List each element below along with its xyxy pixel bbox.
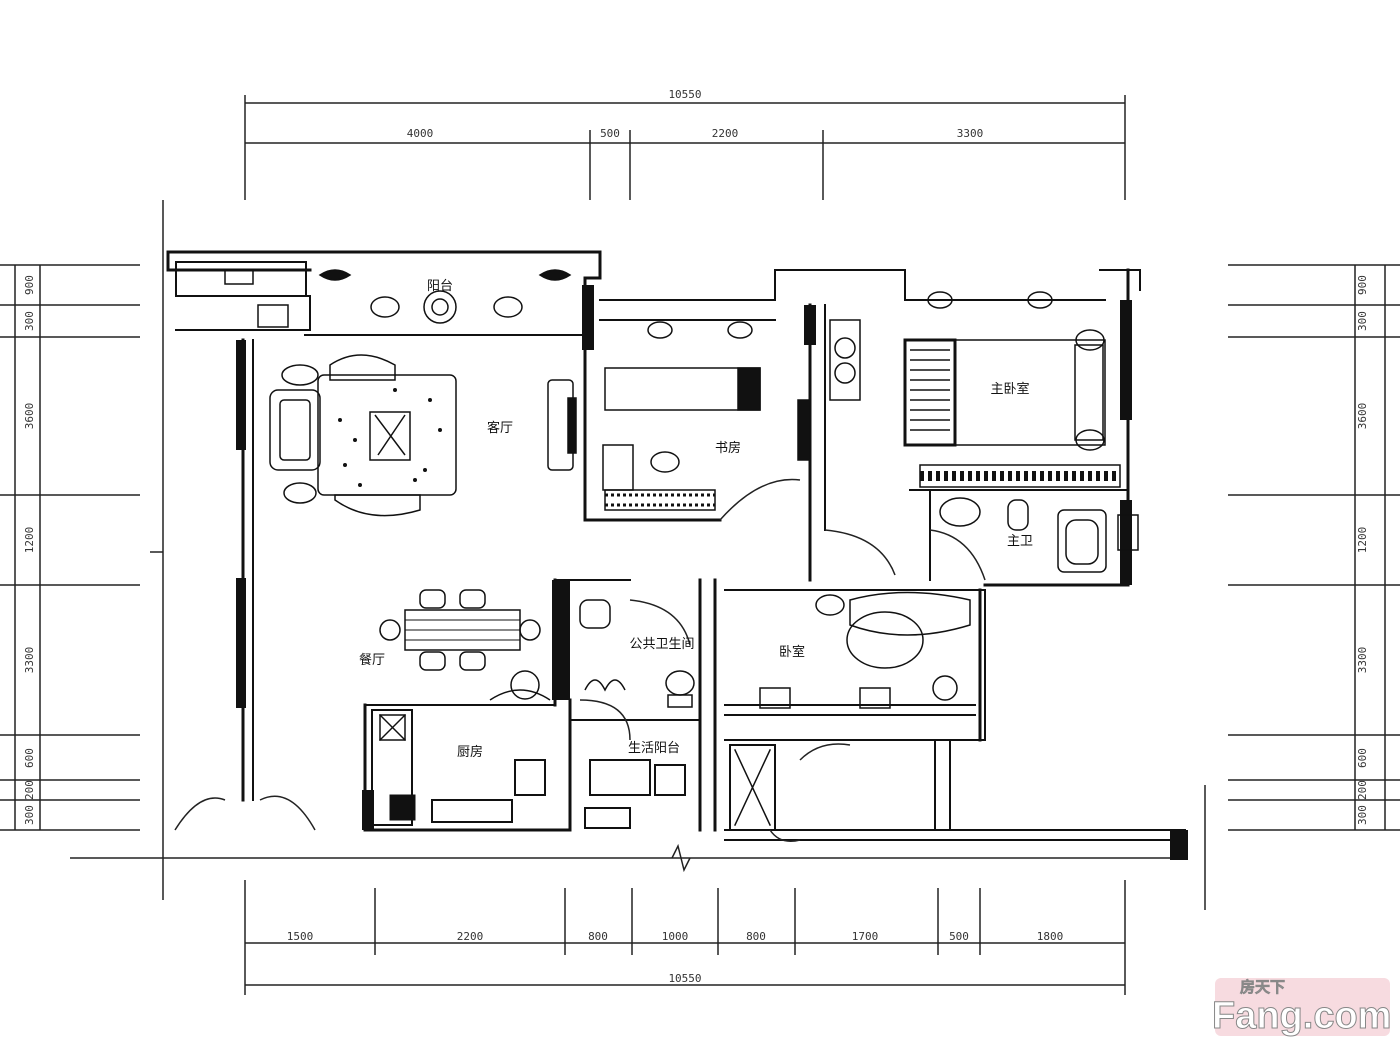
left-dim-5: 3300 <box>23 647 36 674</box>
right-dimension-lines <box>1228 264 1400 831</box>
bottom-dimension-lines <box>244 880 1126 995</box>
left-dim-3: 3600 <box>23 403 36 430</box>
bottom-dim-seg4: 1000 <box>662 930 689 943</box>
left-dim-6: 600 <box>23 748 36 768</box>
bottom-dim-seg7: 500 <box>949 930 969 943</box>
watermark-en: Fang.com <box>1212 995 1391 1037</box>
right-dimension-labels: 900 300 3600 1200 3300 600 200 300 <box>1356 275 1369 825</box>
top-dim-seg2: 500 <box>600 127 620 140</box>
guest-bath-fixtures <box>579 599 695 708</box>
watermark-cn: 房天下 <box>1240 978 1285 996</box>
fang-watermark: 房天下 Fang.com <box>1212 978 1392 1038</box>
bottom-dim-seg6: 1700 <box>852 930 879 943</box>
left-dim-7: 200 <box>23 780 36 800</box>
right-dim-3: 3600 <box>1356 403 1369 430</box>
left-dim-1: 900 <box>23 275 36 295</box>
label-bedroom: 卧室 <box>779 644 805 660</box>
bottom-dim-seg3: 800 <box>588 930 608 943</box>
left-dimension-labels: 900 300 3600 1200 3300 600 200 300 <box>23 275 36 825</box>
right-dim-1: 900 <box>1356 275 1369 295</box>
bottom-dim-total: 10550 <box>668 972 701 985</box>
right-dim-4: 1200 <box>1356 527 1369 554</box>
label-kitchen: 厨房 <box>457 744 483 760</box>
label-guest-bath: 公共卫生间 <box>629 637 694 652</box>
bottom-dim-seg8: 1800 <box>1037 930 1064 943</box>
top-dim-seg4: 3300 <box>957 127 984 140</box>
top-dim-seg3: 2200 <box>712 127 739 140</box>
right-dim-7: 200 <box>1356 780 1369 800</box>
top-dimension-lines <box>244 95 1126 200</box>
label-study: 书房 <box>715 440 741 456</box>
label-balcony: 阳台 <box>427 279 453 294</box>
bedroom-furniture <box>759 591 971 709</box>
left-dim-8: 300 <box>23 805 36 825</box>
dining-furniture <box>379 589 551 701</box>
axis-lines <box>70 200 1206 910</box>
bottom-dim-seg1: 1500 <box>287 930 314 943</box>
study-furniture <box>547 321 811 511</box>
left-dim-2: 300 <box>23 311 36 331</box>
right-dim-5: 3300 <box>1356 647 1369 674</box>
left-dimension-lines <box>0 264 140 831</box>
bottom-dim-seg2: 2200 <box>457 930 484 943</box>
label-dining-room: 餐厅 <box>359 652 385 668</box>
right-dim-8: 300 <box>1356 805 1369 825</box>
top-dim-total: 10550 <box>668 88 701 101</box>
top-dim-seg1: 4000 <box>407 127 434 140</box>
living-room-furniture <box>269 354 457 517</box>
walls <box>166 250 1188 860</box>
right-dim-2: 300 <box>1356 311 1369 331</box>
door-swings <box>174 478 986 842</box>
left-dim-4: 1200 <box>23 527 36 554</box>
label-master-bath: 主卫 <box>1007 534 1033 549</box>
master-bedroom-furniture <box>829 291 1121 488</box>
bottom-dim-seg5: 800 <box>746 930 766 943</box>
label-master-bedroom: 主卧室 <box>990 381 1029 397</box>
master-bath-fixtures <box>939 497 1139 573</box>
right-dim-6: 600 <box>1356 748 1369 768</box>
label-living-room: 客厅 <box>487 420 513 436</box>
label-laundry-balcony: 生活阳台 <box>628 741 680 756</box>
balcony-furniture <box>257 269 572 328</box>
